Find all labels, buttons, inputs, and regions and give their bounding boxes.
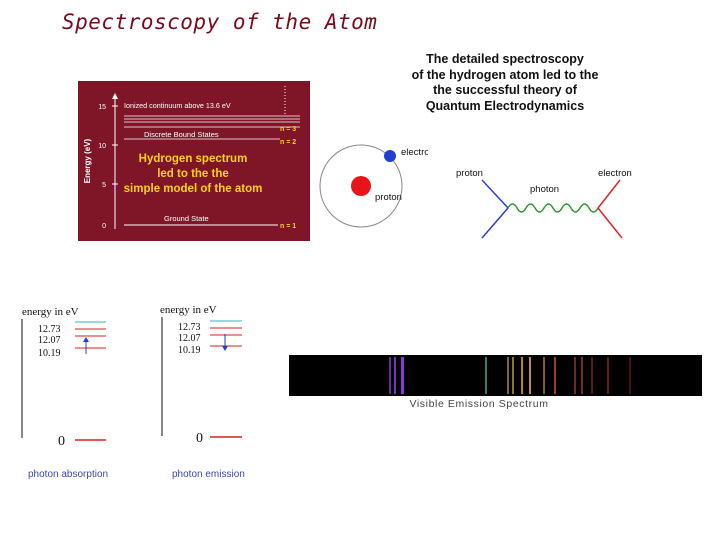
spectral-line [607, 357, 609, 394]
absorption-caption: photon absorption [28, 469, 108, 480]
photon-wavy-line [507, 203, 599, 213]
proton-icon [351, 176, 371, 196]
emission-down-arrow-icon [222, 346, 228, 351]
electron-icon [384, 150, 396, 162]
spectral-line [581, 357, 583, 394]
level-n1-label: n = 1 [280, 223, 296, 230]
bohr-atom-diagram: electron proton [319, 144, 428, 228]
absorption-axis-title: energy in eV [22, 306, 79, 318]
absorption-diagram: energy in eV 12.73 12.07 10.19 0 photon … [21, 306, 108, 480]
emission-spectrum: Visible Emission Spectrum [289, 355, 702, 410]
feynman-electron-label: electron [598, 168, 632, 179]
emission-level-10-19: 10.19 [178, 345, 201, 356]
spectral-line [401, 357, 404, 394]
qed-caption-line-4: Quantum Electrodynamics [425, 98, 585, 113]
electron-line-out [597, 179, 621, 209]
spectrum-background [289, 355, 702, 396]
tick-5: 5 [102, 182, 106, 189]
caption-line-2: led to the the [157, 168, 229, 180]
feynman-photon-label: photon [530, 184, 559, 195]
slide-title: Spectroscopy of the Atom [62, 10, 378, 34]
energy-axis-label: Energy (eV) [83, 138, 92, 183]
continuum-label: Ionized continuum above 13.6 eV [124, 101, 231, 110]
spectral-line [554, 357, 556, 394]
level-n3-label: n = 3 [280, 126, 296, 133]
electron-line-in [597, 207, 623, 239]
proton-line-out [481, 179, 509, 209]
absorption-up-arrow-icon [83, 337, 89, 342]
bound-states-label: Discrete Bound States [144, 130, 219, 139]
caption-line-1: Hydrogen spectrum [139, 153, 248, 165]
feynman-proton-label: proton [456, 168, 483, 179]
absorption-level-12-07: 12.07 [38, 335, 61, 346]
spectral-line [574, 357, 576, 394]
spectral-line [389, 357, 391, 394]
level-n2-label: n = 2 [280, 139, 296, 146]
proton-label: proton [375, 192, 402, 203]
qed-caption-line-3: the successful theory of [433, 83, 577, 97]
qed-caption-line-2: of the hydrogen atom led to the [411, 67, 599, 82]
spectral-line [543, 357, 545, 394]
tick-0: 0 [102, 223, 106, 230]
spectral-line [521, 357, 523, 394]
spectrum-label: Visible Emission Spectrum [409, 398, 548, 410]
axis-arrow-icon [112, 93, 118, 99]
absorption-level-10-19: 10.19 [38, 348, 61, 359]
spectral-line [591, 357, 593, 394]
spectral-line [394, 357, 396, 394]
emission-level-0: 0 [196, 431, 203, 446]
absorption-level-12-73: 12.73 [38, 324, 61, 335]
feynman-diagram: proton photon electron [456, 168, 632, 239]
qed-caption-line-1: The detailed spectroscopy [426, 52, 584, 66]
emission-level-12-07: 12.07 [178, 333, 201, 344]
ground-state-label: Ground State [164, 214, 209, 223]
emission-level-12-73: 12.73 [178, 322, 201, 333]
emission-caption: photon emission [172, 469, 245, 480]
qed-caption: The detailed spectroscopy of the hydroge… [380, 52, 630, 114]
hydrogen-energy-panel: Energy (eV) 15 10 5 0 Ionized continuum … [78, 81, 310, 241]
tick-10: 10 [98, 143, 106, 150]
tick-15: 15 [98, 104, 106, 111]
proton-line-in [481, 207, 509, 239]
absorption-level-0: 0 [58, 434, 65, 449]
emission-diagram: energy in eV 12.73 12.07 10.19 0 photon … [160, 304, 245, 480]
electron-label: electron [401, 147, 428, 158]
spectral-line [529, 357, 531, 394]
spectral-line [485, 357, 487, 394]
spectral-line [507, 357, 509, 394]
spectral-line [629, 357, 631, 394]
caption-line-3: simple model of the atom [124, 183, 263, 195]
electron-orbit [319, 144, 403, 228]
spectral-line [512, 357, 514, 394]
emission-axis-title: energy in eV [160, 304, 217, 316]
